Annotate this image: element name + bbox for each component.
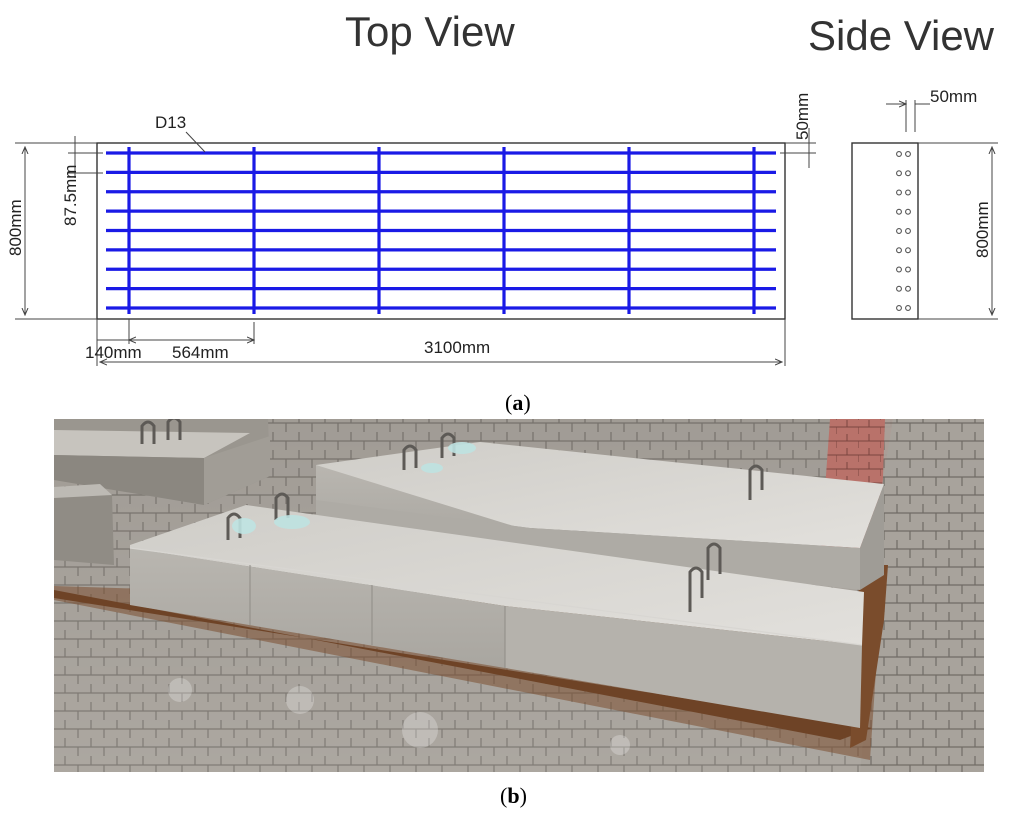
dimension-spacing-label: 87.5mm <box>61 165 80 226</box>
side-dimension-cover: 50mm <box>886 87 977 132</box>
dimension-spacing: 87.5mm <box>61 136 103 226</box>
bar-section-hole <box>905 285 911 292</box>
specimen-photo <box>54 419 984 772</box>
bar-section-hole <box>905 208 911 215</box>
dimension-first-offset-label: 140mm <box>85 343 142 362</box>
bar-section-hole <box>905 266 911 273</box>
bar-section-hole <box>905 151 911 157</box>
bar-leader-line <box>185 131 206 153</box>
side-view-outline <box>851 142 919 320</box>
dimension-edge: 50mm <box>780 93 816 168</box>
dimension-height-label: 800mm <box>6 199 25 256</box>
bar-section-hole <box>905 228 911 234</box>
bar-section-hole <box>896 208 902 215</box>
bar-section-hole <box>896 247 902 254</box>
top-view-title: Top View <box>345 8 515 55</box>
bar-section-hole <box>905 305 911 311</box>
bar-section-hole <box>896 305 902 311</box>
side-dimension-height: 800mm <box>918 142 998 320</box>
top-view-outline <box>96 142 786 320</box>
bar-section-hole <box>896 285 902 292</box>
side-dimension-cover-label: 50mm <box>930 87 977 106</box>
bar-section-hole <box>896 151 902 157</box>
dimension-height: 800mm <box>6 142 97 320</box>
top-view-drawing: Top View D13 800mm 87.5mm 50m <box>6 8 816 366</box>
caption-a: (a) <box>505 390 531 415</box>
bar-section-hole <box>905 247 911 254</box>
dimension-length-label: 3100mm <box>424 338 490 357</box>
dimension-bar-spacing-label: 564mm <box>172 343 229 362</box>
bar-section-hole <box>905 170 911 177</box>
bar-section-hole <box>905 189 911 196</box>
longitudinal-bars <box>106 151 776 310</box>
transverse-bars <box>127 147 756 314</box>
bar-section-hole <box>896 266 902 273</box>
bar-section-hole <box>896 228 902 234</box>
dimension-bottom: 140mm 564mm 3100mm <box>85 319 786 366</box>
side-dimension-height-label: 800mm <box>973 201 992 258</box>
bar-section-hole <box>896 189 902 196</box>
caption-b: (b) <box>500 783 527 808</box>
side-view-title: Side View <box>808 12 995 59</box>
side-view-holes <box>896 151 911 311</box>
side-view-drawing: Side View 50mm 800mm <box>808 12 998 320</box>
bar-size-label: D13 <box>155 113 186 132</box>
bar-section-hole <box>896 170 902 177</box>
dimension-edge-label: 50mm <box>793 93 812 140</box>
